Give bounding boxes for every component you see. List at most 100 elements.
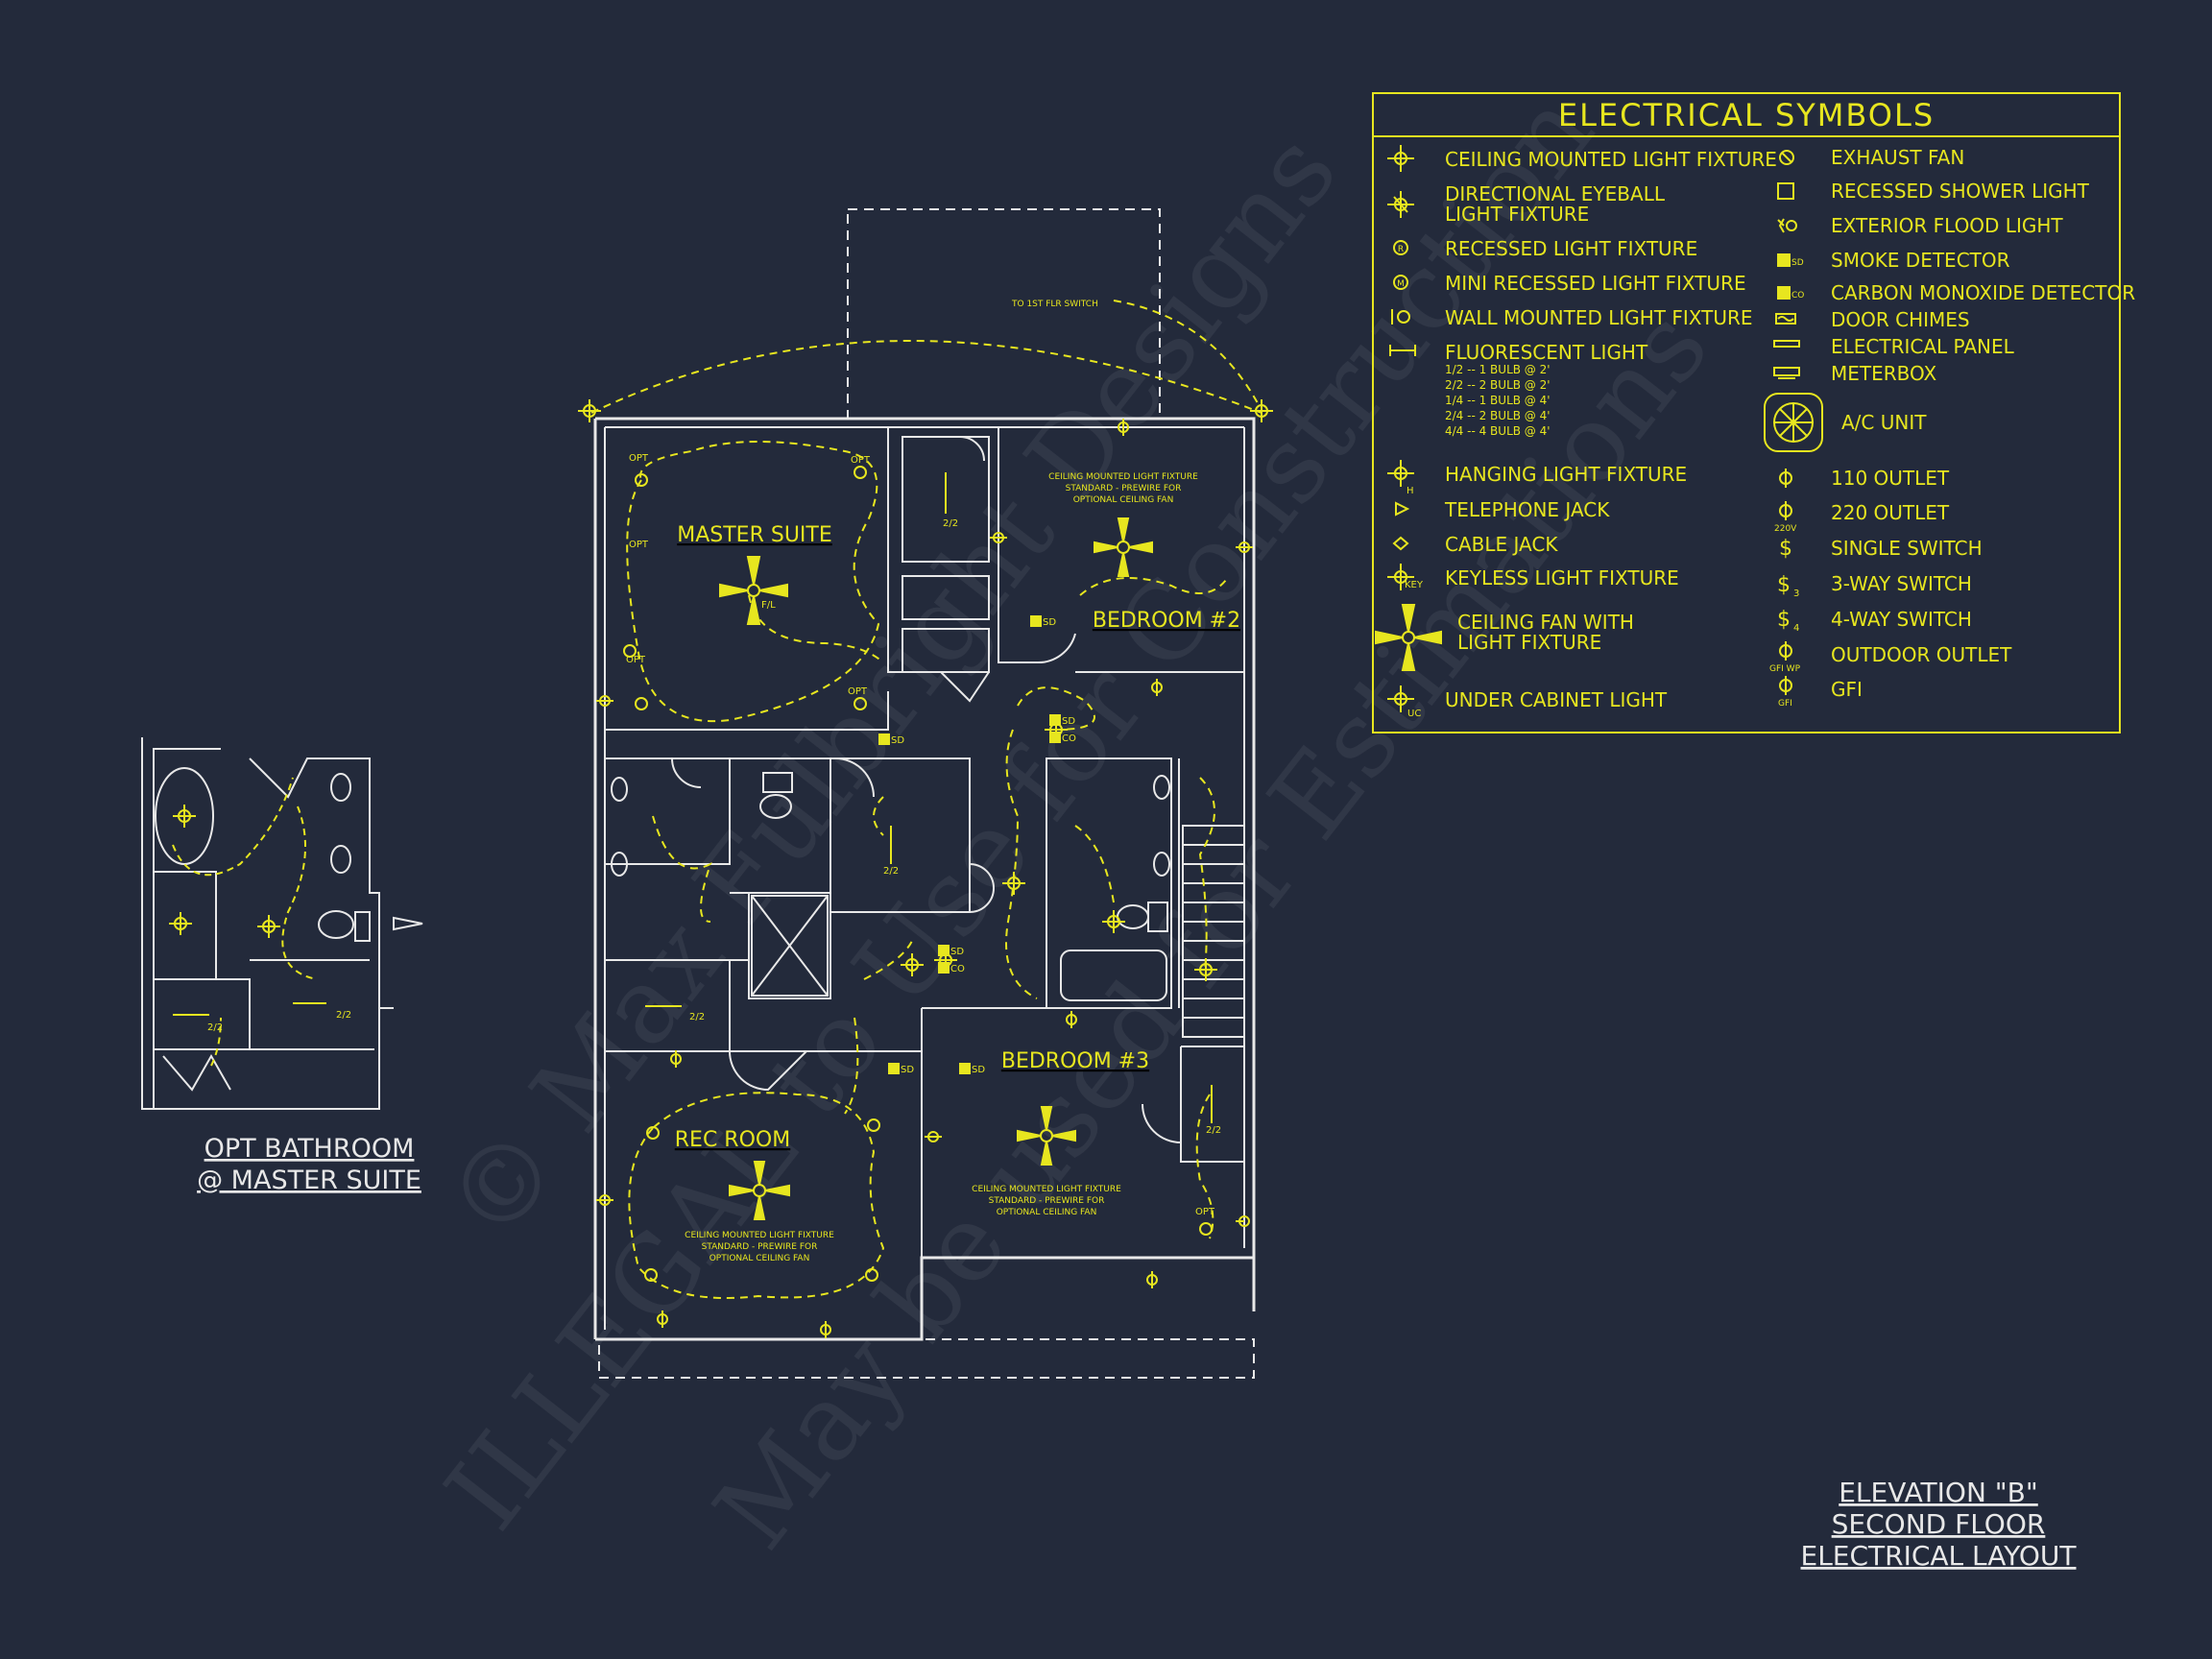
meterbox-icon	[1773, 367, 1800, 379]
fan-note-bed2-1: CEILING MOUNTED LIGHT FIXTURE	[1048, 472, 1198, 482]
tag-key: KEY	[1405, 580, 1424, 590]
room-label-master-suite: MASTER SUITE	[677, 523, 832, 547]
outlet-110-icon	[1236, 541, 1253, 553]
four-way-switch-icon: $4	[1777, 608, 1799, 634]
ceiling-fan-icon	[1375, 604, 1442, 671]
recessed-shower-light-icon	[1777, 182, 1794, 200]
legend-label-ceiling-fan-2: LIGHT FIXTURE	[1457, 631, 1601, 654]
legend-label-shower-light: RECESSED SHOWER LIGHT	[1831, 180, 2090, 203]
watermark: © Max Fulbright Designs ILLEGAL to Use f…	[422, 70, 1732, 1571]
sheet-title-line-1: ELEVATION "B"	[1839, 1477, 2038, 1508]
opt-bath-title-2: @ MASTER SUITE	[197, 1166, 421, 1195]
legend-label-eyeball-light: DIRECTIONAL EYEBALL	[1445, 182, 1666, 205]
legend-label-exhaust-fan: EXHAUST FAN	[1831, 146, 1964, 169]
interior-walls	[605, 427, 1245, 1258]
sheet-title: ELEVATION "B" SECOND FLOOR ELECTRICAL LA…	[1801, 1477, 2078, 1572]
ceiling-light-icon	[901, 953, 924, 976]
under-cabinet-light-icon	[1387, 685, 1414, 712]
legend-label-fluorescent: FLUORESCENT LIGHT	[1445, 341, 1648, 364]
outdoor-outlet-icon	[1779, 641, 1792, 661]
sd-tag-4: SD	[950, 947, 964, 957]
legend-label-smoke-detector: SMOKE DETECTOR	[1831, 249, 2010, 272]
ceiling-fan-icon	[1094, 517, 1153, 577]
legend-label-electrical-panel: ELECTRICAL PANEL	[1831, 335, 2015, 358]
legend-label-meterbox: METERBOX	[1831, 362, 1936, 385]
ceiling-fan-icon	[719, 556, 788, 625]
legend-label-eyeball-light-2: LIGHT FIXTURE	[1445, 203, 1589, 226]
outlet-110-icon	[1236, 1215, 1250, 1227]
opt-tag-1: OPT	[629, 453, 649, 464]
fan-note-bed3-1: CEILING MOUNTED LIGHT FIXTURE	[972, 1185, 1121, 1194]
legend-label-wall-light: WALL MOUNTED LIGHT FIXTURE	[1445, 306, 1753, 329]
switch-note: TO 1ST FLR SWITCH	[1011, 300, 1098, 309]
fluor-tag-3: 2/2	[689, 1012, 705, 1022]
fan-note-rec-1: CEILING MOUNTED LIGHT FIXTURE	[685, 1231, 834, 1240]
ceiling-fan-icon	[1017, 1106, 1076, 1166]
sd-tag-1: SD	[1043, 617, 1056, 628]
room-label-rec-room: REC ROOM	[675, 1128, 790, 1152]
svg-text:R: R	[1398, 245, 1404, 254]
tag-220v: 220V	[1774, 524, 1797, 534]
electrical-panel-icon	[1773, 340, 1800, 348]
opt-tag-4: OPT	[626, 655, 646, 665]
opt-bath-fluor-tag-2: 2/2	[207, 1022, 223, 1033]
outlet-110-icon	[657, 1310, 668, 1328]
tag-h: H	[1407, 486, 1414, 496]
cable-jack-icon	[1392, 536, 1409, 551]
ceiling-light-icon	[1387, 145, 1414, 172]
fluor-tag-2: 2/2	[883, 866, 899, 877]
outlet-110-icon	[990, 532, 1007, 543]
outlet-110-icon	[1118, 419, 1129, 436]
fluorescent-note-2: 2/2 -- 2 BULB @ 2'	[1445, 378, 1551, 392]
ceiling-light-icon	[173, 805, 196, 828]
tag-gfi: GFI	[1778, 699, 1792, 709]
legend-panel: ELECTRICAL SYMBOLS R M H KEY UC CEILING …	[1372, 92, 2135, 733]
ceiling-light-icon	[1194, 958, 1217, 981]
door-chimes-icon	[1775, 313, 1796, 325]
fluor-tag-4: 2/2	[1206, 1125, 1221, 1136]
exhaust-fan-icon	[1779, 150, 1794, 165]
watermark-line-2: ILLEGAL to Use for Construction	[422, 70, 1618, 1551]
sd-tag-5: SD	[972, 1065, 985, 1075]
smoke-detector-icon	[1777, 253, 1791, 267]
svg-text:$: $	[1777, 608, 1791, 632]
telephone-jack-icon	[1395, 501, 1410, 517]
legend-label-mini-recessed: MINI RECESSED LIGHT FIXTURE	[1445, 272, 1746, 295]
svg-text:3: 3	[1793, 589, 1799, 599]
legend-label-under-cabinet: UNDER CABINET LIGHT	[1445, 688, 1668, 711]
opt-bath-fluor-tag-1: 2/2	[336, 1010, 351, 1021]
fluorescent-fixtures	[645, 472, 1213, 1123]
ceiling-light-icon	[1102, 910, 1125, 933]
outlet-110-icon	[1066, 1011, 1077, 1028]
watermark-line-1: © Max Fulbright Designs	[422, 110, 1360, 1263]
fan-note-rec-2: STANDARD - PREWIRE FOR	[702, 1242, 818, 1252]
circuit-wiring	[590, 300, 1262, 1299]
legend-label-flood-light: EXTERIOR FLOOD LIGHT	[1831, 214, 2063, 237]
tag-uc: UC	[1407, 709, 1421, 719]
eyeball-light-icon	[1387, 191, 1414, 218]
tag-co: CO	[1791, 291, 1804, 301]
front-porch-outline	[598, 1338, 1255, 1379]
mini-recessed-light-icon: M	[1393, 275, 1408, 290]
carbon-monoxide-detector-icon	[1777, 286, 1791, 300]
legend-label-recessed-light: RECESSED LIGHT FIXTURE	[1445, 237, 1697, 260]
sd-tag-6: SD	[901, 1065, 914, 1075]
ac-unit-icon	[1764, 393, 1823, 452]
sd-tag-2: SD	[891, 735, 904, 746]
legend-label-telephone-jack: TELEPHONE JACK	[1444, 498, 1610, 521]
fluorescent-light-icon	[1389, 345, 1416, 356]
outlet-110-icon	[596, 695, 613, 707]
svg-text:$: $	[1779, 537, 1792, 561]
wall-light-icon	[1391, 309, 1410, 325]
hanging-light-icon	[1387, 460, 1414, 487]
opt-tag-3: OPT	[629, 540, 649, 550]
opt-tag-5: OPT	[848, 686, 868, 697]
tag-sd: SD	[1791, 258, 1804, 268]
opt-tag-2: OPT	[851, 455, 871, 466]
sheet-title-line-3: ELECTRICAL LAYOUT	[1801, 1540, 2078, 1572]
ceiling-light-icon	[257, 915, 280, 938]
co-tag-2: CO	[950, 964, 965, 974]
outlet-110-icon	[1146, 1271, 1158, 1288]
room-label-bedroom-2: BEDROOM #2	[1093, 609, 1240, 633]
